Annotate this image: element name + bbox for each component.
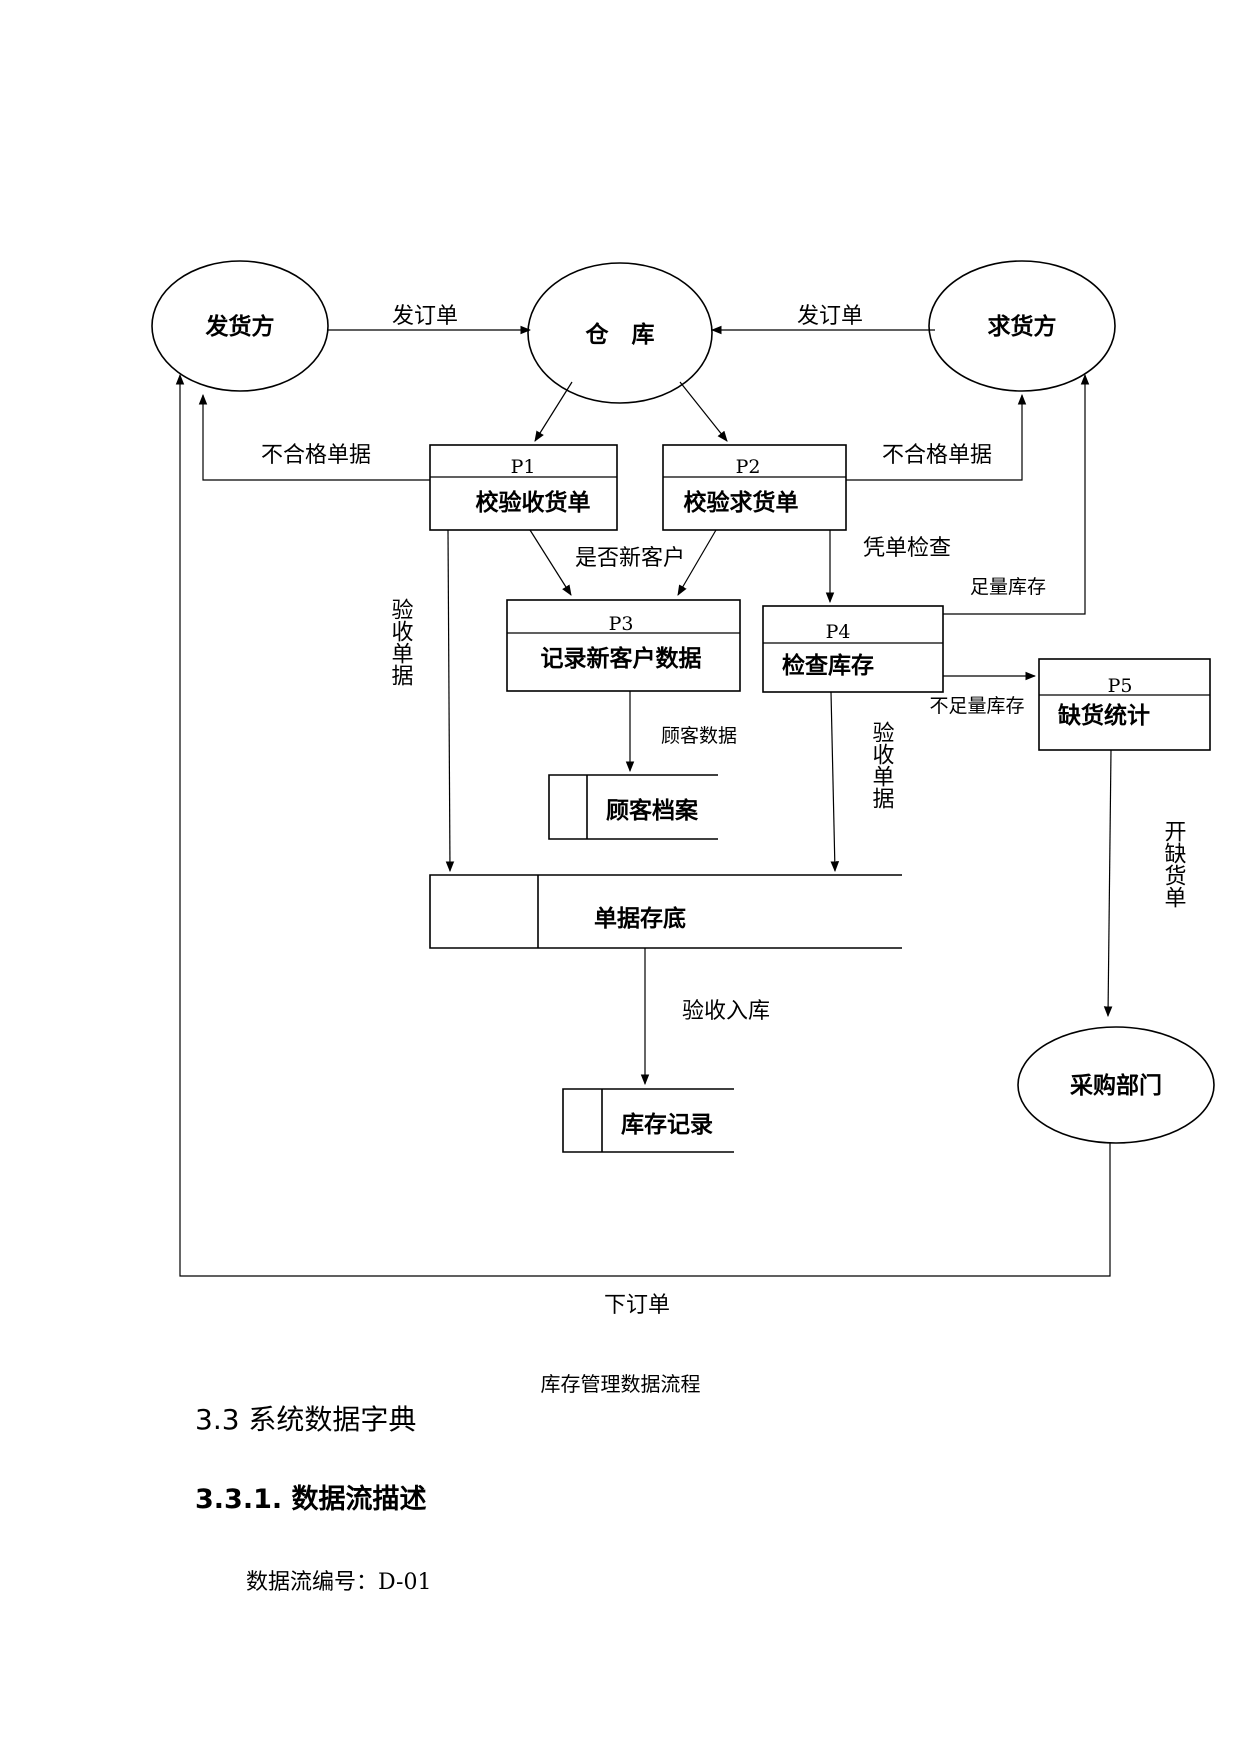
arrow-warehouse-to-p1 [534,381,573,442]
flow-customer-data: 顾客数据 [625,691,737,773]
arrow-warehouse-to-p2 [679,381,728,442]
store-document-archive: 单据存底 [429,874,902,949]
flow-rejected-right: 不合格单据 [846,393,1027,481]
svg-text:验收单据: 验收单据 [869,721,895,809]
entity-requester: 求货方 [928,260,1116,392]
flow-insufficient-stock: 不足量库存 [929,671,1037,717]
flow-send-order-left: 发订单 [328,304,532,335]
svg-text:单据存底: 单据存底 [594,905,686,932]
svg-text:P5: P5 [1108,675,1133,697]
svg-text:验收单据: 验收单据 [388,598,414,686]
svg-text:不合格单据: 不合格单据 [261,443,371,468]
svg-text:凭单检查: 凭单检查 [863,536,951,561]
svg-text:是否新客户: 是否新客户 [575,546,685,571]
process-p4: P4 检查库存 [762,605,944,693]
store-inventory-record: 库存记录 [562,1088,734,1153]
svg-text:校验收货单: 校验收货单 [476,489,591,516]
svg-text:求货方: 求货方 [988,313,1057,340]
data-flow-diagram: 发货方 仓 库 求货方 采购部门 P1 校验收货单 P2 校验求货单 P3 记录… [151,260,1215,1318]
process-p5: P5 缺货统计 [1038,658,1211,751]
svg-text:不合格单据: 不合格单据 [882,443,992,468]
svg-text:库存记录: 库存记录 [621,1111,713,1138]
flow-voucher-check: 凭单检查 [825,530,951,604]
flow-open-shortage-list: 开缺货单 [1103,749,1187,1018]
svg-text:检查库存: 检查库存 [782,652,874,679]
svg-text:顾客档案: 顾客档案 [606,797,699,824]
svg-text:P3: P3 [609,613,634,635]
flow-acceptance-docs-right: 验收单据 [830,691,895,873]
svg-text:P4: P4 [826,621,851,643]
svg-text:P1: P1 [511,456,536,478]
svg-text:发订单: 发订单 [797,304,863,329]
svg-text:足量库存: 足量库存 [970,576,1046,598]
svg-text:发货方: 发货方 [205,313,275,340]
svg-text:不足量库存: 不足量库存 [929,695,1024,717]
flow-send-order-right: 发订单 [710,304,935,335]
section-title: 3.3 系统数据字典 [195,1403,417,1436]
process-p3: P3 记录新客户数据 [506,599,741,692]
data-flow-number: 数据流编号：D-01 [246,1570,432,1595]
flow-is-new-customer: 是否新客户 [529,529,717,596]
svg-text:校验求货单: 校验求货单 [684,489,799,516]
svg-text:P2: P2 [736,456,761,478]
flow-accept-into-stock: 验收入库 [640,948,770,1086]
svg-text:记录新客户数据: 记录新客户数据 [541,645,702,672]
svg-text:缺货统计: 缺货统计 [1058,702,1150,729]
svg-text:验收入库: 验收入库 [682,999,770,1024]
store-customer-file: 顾客档案 [548,774,718,840]
flow-place-order: 下订单 [175,373,1111,1318]
svg-text:开缺货单: 开缺货单 [1161,820,1187,908]
svg-text:下订单: 下订单 [604,1293,670,1318]
svg-text:仓 库: 仓 库 [585,321,655,348]
svg-text:顾客数据: 顾客数据 [661,725,737,747]
figure-caption: 库存管理数据流程 [540,1372,701,1396]
entity-warehouse: 仓 库 [527,262,713,404]
process-p2: P2 校验求货单 [662,444,847,531]
process-p1: P1 校验收货单 [429,444,618,531]
entity-purchasing: 采购部门 [1017,1026,1215,1144]
svg-text:发订单: 发订单 [392,304,458,329]
flow-sufficient-stock: 足量库存 [943,373,1090,615]
subsection-title: 3.3.1. 数据流描述 [195,1484,427,1515]
svg-text:采购部门: 采购部门 [1070,1072,1162,1099]
flow-acceptance-docs-left: 验收单据 [388,529,455,873]
flow-rejected-left: 不合格单据 [198,393,430,481]
entity-shipper: 发货方 [151,260,329,392]
